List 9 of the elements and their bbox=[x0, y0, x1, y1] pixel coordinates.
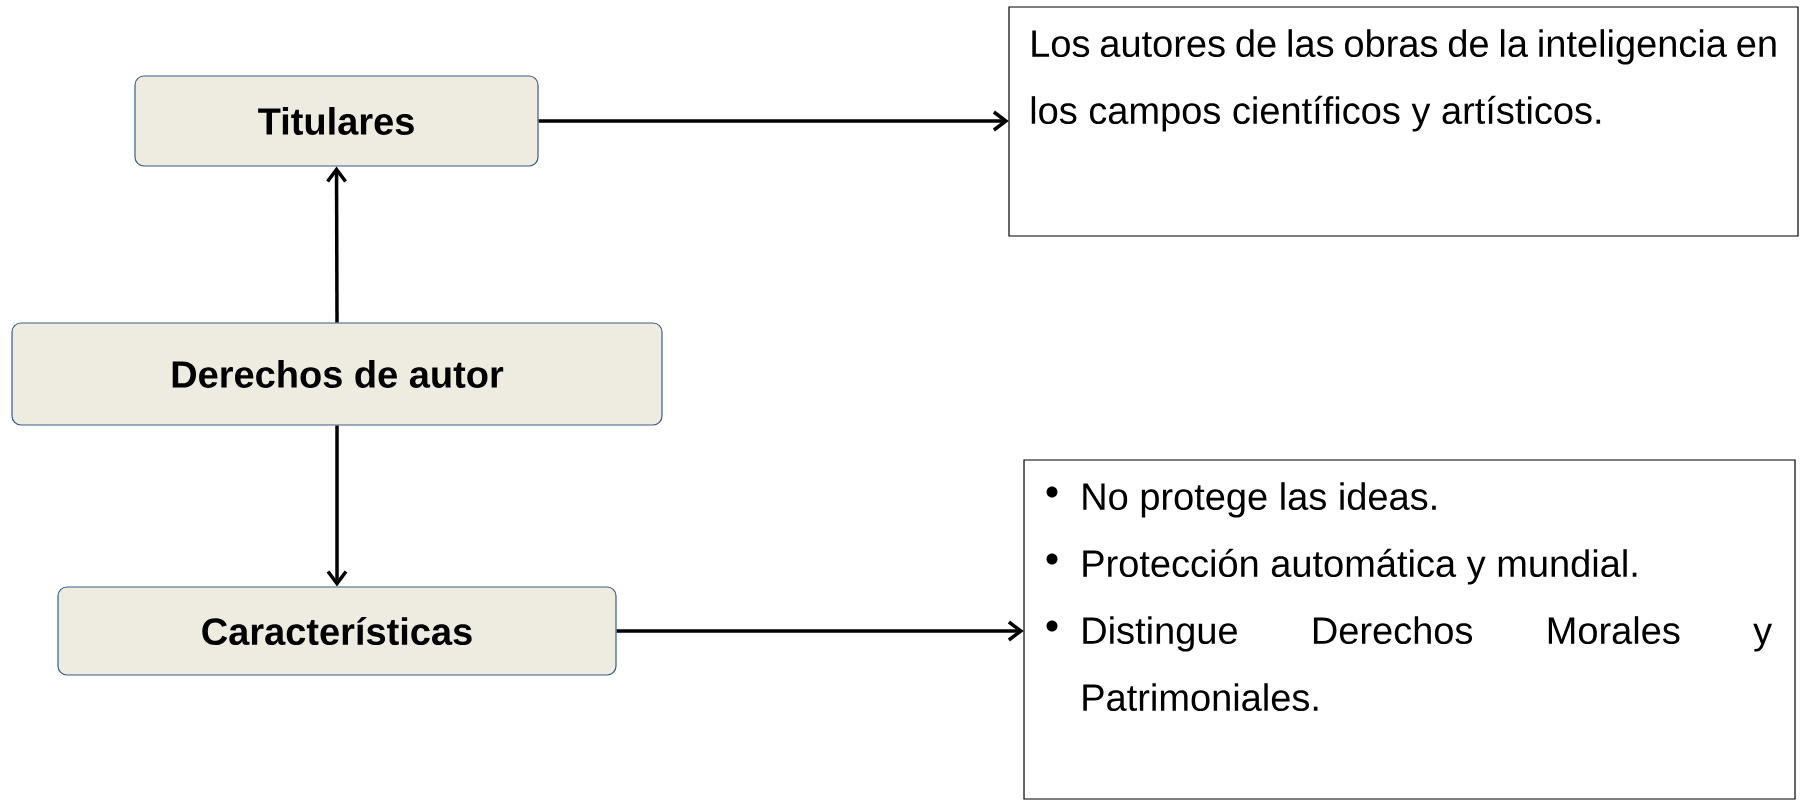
arrow bbox=[616, 620, 1024, 642]
arrow bbox=[326, 425, 348, 587]
process-box: Derechos de autor bbox=[11, 322, 663, 426]
arrow bbox=[538, 110, 1009, 132]
process-box: Titulares bbox=[134, 75, 539, 167]
process-box: Características bbox=[57, 586, 617, 676]
text-box: No protege las ideas. Protección automática y mundial. Distingue Derechos Morales y Patrimoniales. bbox=[1023, 459, 1796, 800]
text-box: Los autores de las obras de la inteligencia en los campos científicos y artísticos. bbox=[1008, 6, 1799, 237]
arrow bbox=[326, 166, 347, 323]
